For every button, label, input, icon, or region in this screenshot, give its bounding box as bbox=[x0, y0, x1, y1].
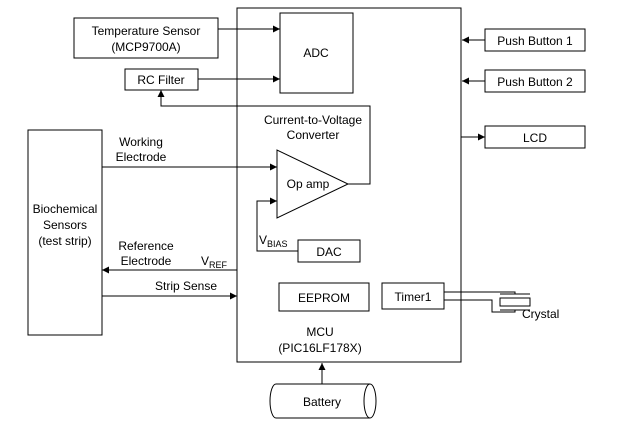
eeprom-label: EEPROM bbox=[298, 291, 350, 305]
working-electrode-label: Working bbox=[119, 135, 163, 149]
strip-sense-label: Strip Sense bbox=[155, 279, 217, 293]
eeprom-block bbox=[278, 282, 370, 312]
push-button-2-label: Push Button 2 bbox=[497, 75, 573, 89]
converter-label: Current-to-Voltage bbox=[264, 113, 362, 127]
mcu-label: MCU bbox=[306, 325, 333, 339]
adc-block bbox=[279, 12, 354, 94]
adc-label: ADC bbox=[303, 46, 329, 60]
biochemical-sensors-label-line3: (test strip) bbox=[38, 234, 91, 248]
dac-label: DAC bbox=[316, 245, 342, 259]
timer1-crystal-wire-bottom bbox=[444, 299, 516, 313]
temperature-sensor-part-label: (MCP9700A) bbox=[111, 40, 180, 54]
rc-filter-label: RC Filter bbox=[137, 73, 184, 87]
temperature-sensor-block bbox=[73, 17, 219, 59]
battery-end-cap bbox=[363, 383, 371, 419]
battery-label: Battery bbox=[303, 395, 341, 409]
biochemical-sensors-block bbox=[27, 129, 103, 336]
op-amp-label: Op amp bbox=[287, 177, 330, 191]
timer1-block bbox=[381, 282, 445, 310]
crystal-element bbox=[499, 297, 531, 307]
lcd-label: LCD bbox=[523, 131, 547, 145]
crystal-label: Crystal bbox=[522, 307, 559, 321]
op-amp-triangle bbox=[276, 149, 350, 219]
vbias-wire bbox=[256, 197, 298, 252]
timer1-crystal-wire-top bbox=[444, 291, 516, 294]
vbias-label: VBIAS bbox=[259, 233, 288, 249]
working-electrode-label-line2: Electrode bbox=[116, 150, 167, 164]
timer1-label: Timer1 bbox=[395, 290, 432, 304]
biochemical-sensors-label-line2: Sensors bbox=[43, 218, 87, 232]
vref-label: VREF bbox=[201, 254, 228, 270]
biochemical-sensors-label: Biochemical bbox=[33, 202, 98, 216]
converter-label-line2: Converter bbox=[287, 128, 340, 142]
push-button-1-label: Push Button 1 bbox=[497, 34, 573, 48]
op-amp-output-wire bbox=[157, 90, 371, 185]
reference-electrode-label-line2: Electrode bbox=[121, 254, 172, 268]
temperature-sensor-label: Temperature Sensor bbox=[92, 24, 201, 38]
reference-electrode-label: Reference bbox=[118, 239, 174, 253]
mcu-part-label: (PIC16LF178X) bbox=[278, 341, 361, 355]
